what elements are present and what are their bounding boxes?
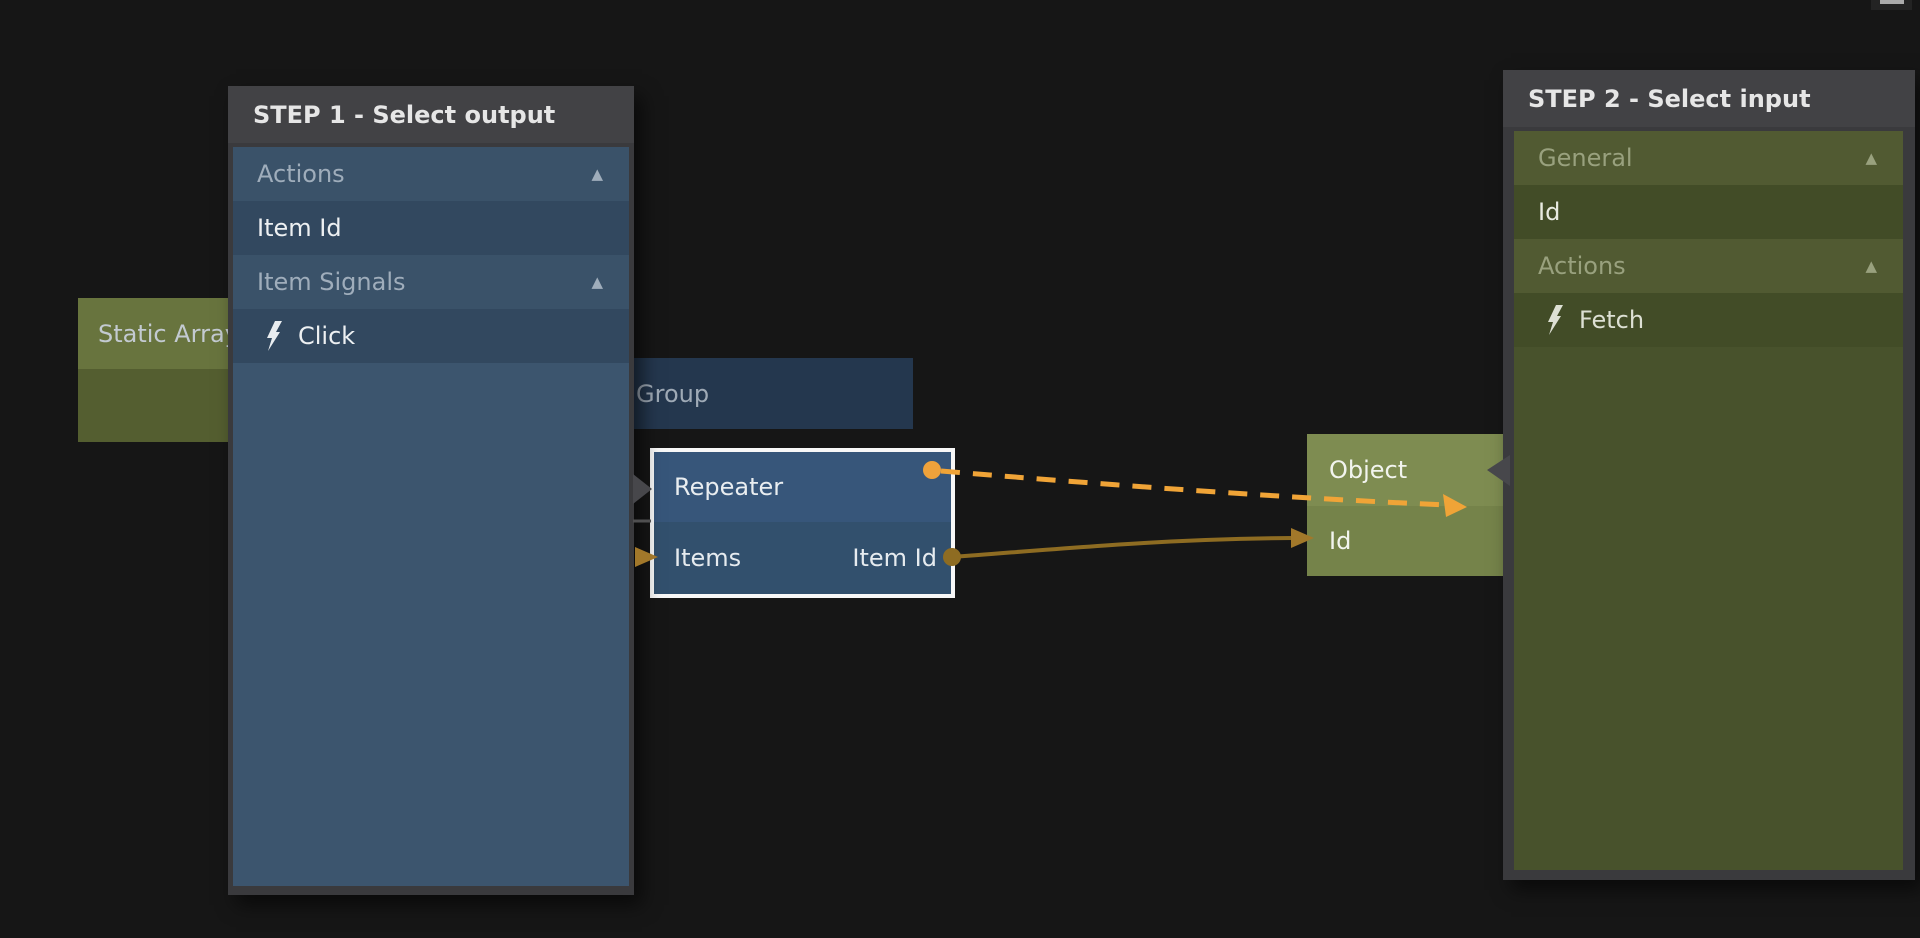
output-option-item-id[interactable]: Item Id <box>233 201 629 255</box>
minimize-icon <box>1880 0 1904 4</box>
select-input-panel: STEP 2 - Select input General ▲ Id Actio… <box>1503 70 1915 880</box>
select-output-panel: STEP 1 - Select output Actions ▲ Item Id… <box>228 86 634 895</box>
panel-row-list: General ▲ Id Actions ▲ Fetch <box>1514 131 1903 870</box>
output-group-actions[interactable]: Actions ▲ <box>233 147 629 201</box>
input-option-id[interactable]: Id <box>1514 185 1903 239</box>
connection-solid-line[interactable] <box>951 536 1294 559</box>
collapse-caret-icon[interactable]: ▲ <box>591 165 603 183</box>
output-group-item-signals[interactable]: Item Signals ▲ <box>233 255 629 309</box>
node-title: Repeater <box>654 452 951 522</box>
input-group-general[interactable]: General ▲ <box>1514 131 1903 185</box>
lightning-icon <box>267 321 282 351</box>
node-title: Object <box>1307 434 1505 506</box>
node-title: Static Array <box>78 298 240 369</box>
panel-empty-area <box>233 363 629 886</box>
node-title: Group <box>636 379 710 408</box>
output-option-click[interactable]: Click <box>233 309 629 363</box>
node-repeater[interactable]: Repeater Items Item Id <box>650 448 955 598</box>
port-id[interactable]: Id <box>1329 527 1352 555</box>
window-control-fragment[interactable] <box>1871 0 1912 10</box>
node-group[interactable]: Group <box>612 358 913 429</box>
input-option-fetch[interactable]: Fetch <box>1514 293 1903 347</box>
panel-title: STEP 2 - Select input <box>1503 70 1915 127</box>
collapse-caret-icon[interactable]: ▲ <box>591 273 603 291</box>
panel-empty-area <box>1514 347 1903 870</box>
input-group-actions[interactable]: Actions ▲ <box>1514 239 1903 293</box>
collapse-caret-icon[interactable]: ▲ <box>1865 149 1877 167</box>
collapse-caret-icon[interactable]: ▲ <box>1865 257 1877 275</box>
node-static-array[interactable]: Static Array <box>78 298 240 442</box>
panel-title: STEP 1 - Select output <box>228 86 634 143</box>
port-items[interactable]: Items <box>674 544 742 572</box>
lightning-icon <box>1548 305 1563 335</box>
panel-row-list: Actions ▲ Item Id Item Signals ▲ Click <box>233 147 629 886</box>
node-object[interactable]: Object Id <box>1307 434 1505 576</box>
node-body <box>78 369 240 442</box>
port-item-id[interactable]: Item Id <box>852 544 937 572</box>
